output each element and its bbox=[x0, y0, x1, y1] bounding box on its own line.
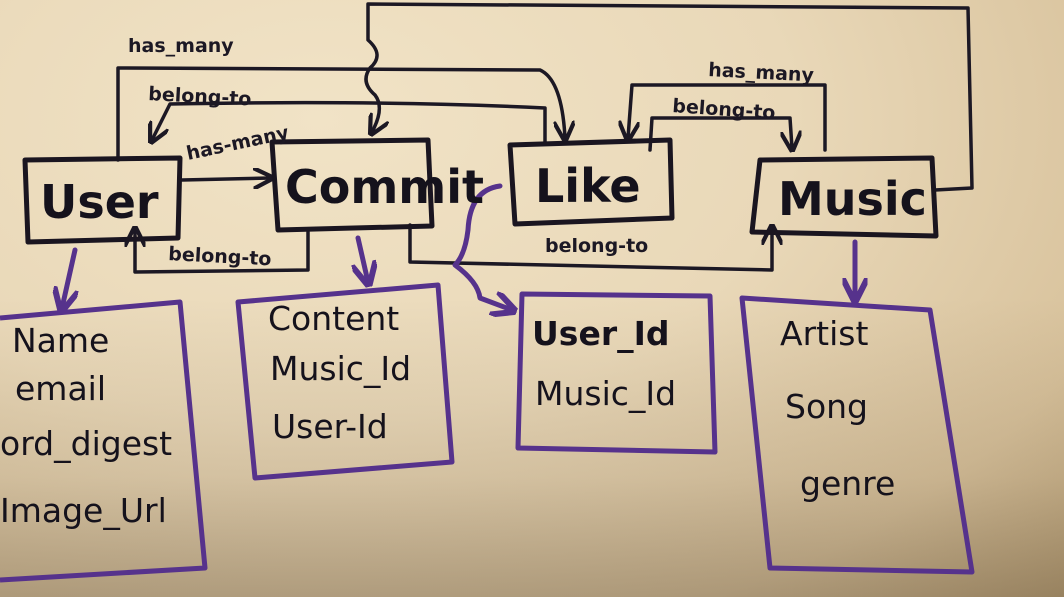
attr-box-music bbox=[739, 295, 975, 575]
rel-label-commit-belongs-to-user-top: belong-to bbox=[148, 83, 252, 110]
attr-arrow-like bbox=[452, 183, 512, 310]
entity-box-user bbox=[22, 155, 183, 245]
attr-user-password-digest: ord_digest bbox=[0, 424, 172, 463]
attr-like-music-id: Music_Id bbox=[535, 374, 676, 413]
entity-box-commit bbox=[269, 137, 435, 233]
connector-user-has-many-like bbox=[116, 66, 565, 162]
relation-lines bbox=[116, 2, 974, 274]
attr-commit-music-id: Music_Id bbox=[270, 349, 411, 388]
attr-commit-content: Content bbox=[268, 299, 399, 338]
connector-like-belongs-to-music-top bbox=[648, 116, 792, 150]
entity-label-music: Music bbox=[778, 172, 927, 226]
connector-commit-belongs-to-user bbox=[135, 230, 310, 274]
connector-user-has-many-commit bbox=[180, 178, 270, 180]
connector-music-has-many-like bbox=[628, 83, 827, 152]
connector-commit-belongs-to-user-top bbox=[152, 100, 547, 142]
entity-box-music bbox=[749, 155, 939, 239]
attr-box-commit bbox=[235, 282, 455, 481]
rel-label-like-belongs-to-music: belong-to bbox=[545, 235, 648, 257]
attr-user-email: email bbox=[15, 369, 106, 408]
attr-like-user-id: User_Id bbox=[532, 314, 670, 353]
rel-label-like-belongs-to-music-top: belong-to bbox=[672, 95, 776, 124]
attribute-boxes bbox=[0, 183, 975, 583]
connector-like-belongs-to-music bbox=[408, 223, 772, 272]
attr-box-like bbox=[515, 291, 718, 455]
attr-music-song: Song bbox=[785, 387, 868, 426]
attr-user-name: Name bbox=[12, 321, 109, 360]
attr-list-user: Name email ord_digest Image_Url bbox=[0, 321, 172, 530]
attr-music-genre: genre bbox=[800, 464, 895, 503]
attr-user-image-url: Image_Url bbox=[0, 491, 167, 530]
attr-commit-user-id: User-Id bbox=[272, 407, 388, 446]
rel-label-commit-belongs-to-user: belong-to bbox=[168, 243, 272, 270]
attr-arrow-commit bbox=[358, 235, 368, 282]
entity-boxes bbox=[22, 137, 939, 245]
rel-label-music-has-many-like: has_many bbox=[708, 59, 815, 87]
attr-list-music: Artist Song genre bbox=[780, 314, 895, 503]
attr-list-commit: Content Music_Id User-Id bbox=[268, 299, 411, 446]
connector-music-to-commit-loop bbox=[364, 2, 974, 192]
entity-label-like: Like bbox=[535, 159, 641, 213]
entity-label-commit: Commit bbox=[285, 160, 484, 214]
rel-label-user-has-many-like: has_many bbox=[128, 35, 234, 57]
attr-list-like: User_Id Music_Id bbox=[532, 314, 676, 413]
attr-box-user bbox=[0, 299, 208, 583]
attr-music-artist: Artist bbox=[780, 314, 868, 353]
attr-arrow-user bbox=[62, 247, 75, 308]
entity-label-user: User bbox=[40, 175, 159, 229]
entity-box-like bbox=[507, 137, 675, 227]
